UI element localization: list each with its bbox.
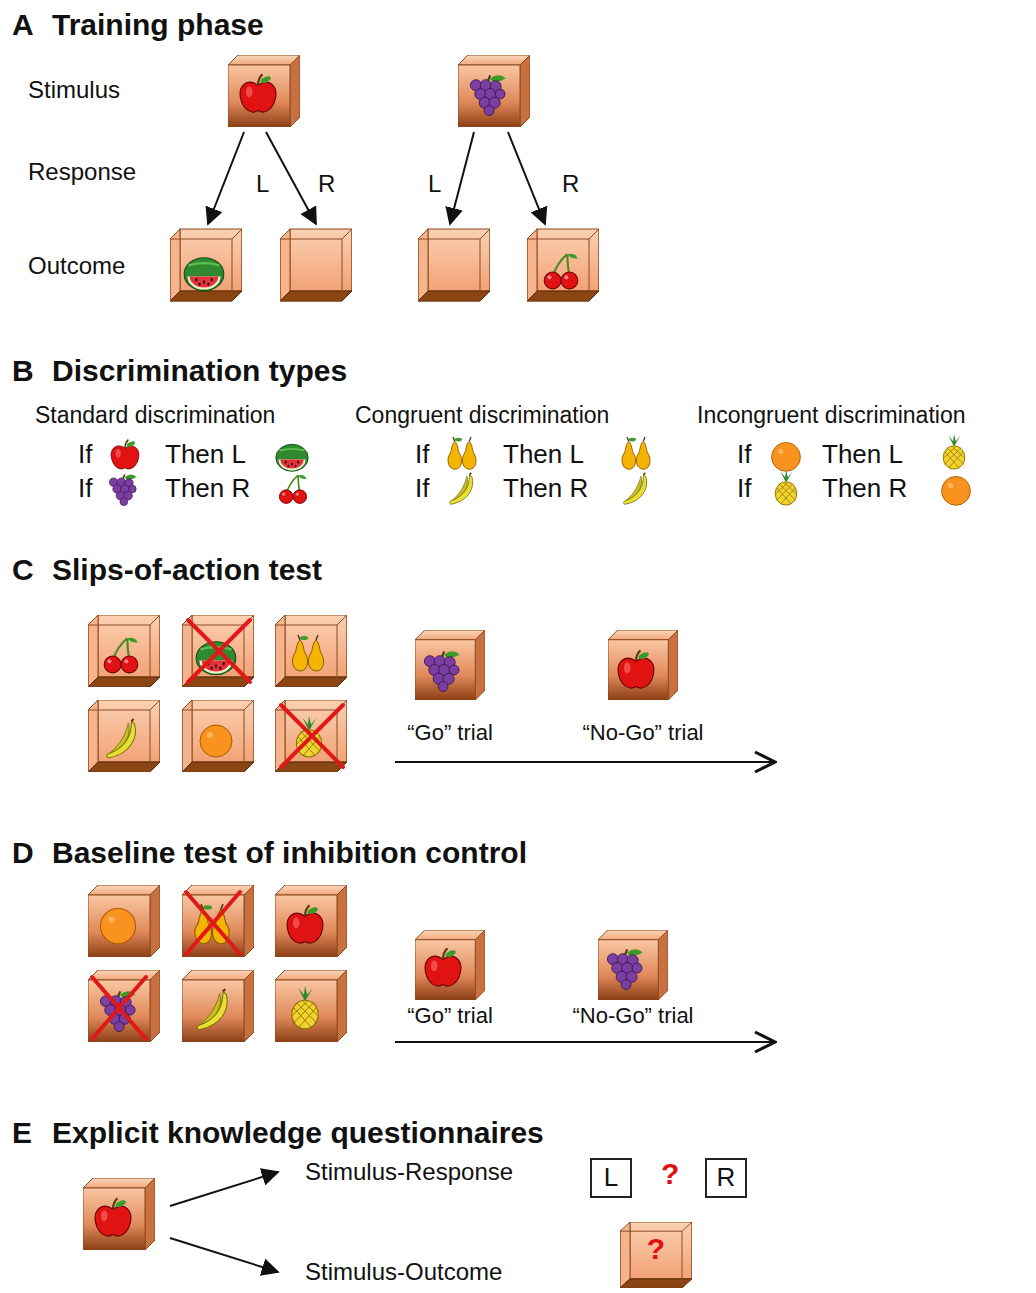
- rule-text: Then L: [503, 440, 584, 470]
- response-key: R: [717, 1162, 736, 1192]
- answer-box: R: [705, 1158, 747, 1198]
- rule-text: If: [415, 474, 429, 504]
- outcome-box: ?: [620, 1222, 692, 1288]
- rule-text: If: [78, 474, 92, 504]
- rule-text: Then R: [822, 474, 907, 504]
- section-heading: Training phase: [52, 8, 264, 43]
- question-mark: ?: [620, 1232, 692, 1266]
- rule-text: Then R: [503, 474, 588, 504]
- response-key: L: [604, 1162, 618, 1192]
- rule-text: Then L: [822, 440, 903, 470]
- rule-text: If: [78, 440, 92, 470]
- rule-text: If: [737, 440, 751, 470]
- question-label: Stimulus-Response: [305, 1158, 513, 1186]
- response-key: R: [318, 170, 335, 198]
- answer-box: L: [590, 1158, 632, 1198]
- question-mark: ?: [661, 1157, 679, 1192]
- trial-label: “Go” trial: [407, 1003, 493, 1028]
- response-key: L: [256, 170, 269, 198]
- section-heading: Explicit knowledge questionnaires: [52, 1116, 544, 1151]
- rule-text: Then L: [165, 440, 246, 470]
- section-letter: B: [12, 354, 34, 389]
- question-label: Stimulus-Outcome: [305, 1258, 502, 1286]
- rule-text: Then R: [165, 474, 250, 504]
- section-letter: A: [12, 8, 34, 43]
- section-heading: Slips-of-action test: [52, 553, 322, 588]
- trial-label: “No-Go” trial: [572, 1003, 693, 1028]
- section-letter: E: [12, 1116, 32, 1151]
- row-label: Outcome: [28, 252, 125, 280]
- section-letter: D: [12, 836, 34, 871]
- response-key: R: [562, 170, 579, 198]
- section-heading: Discrimination types: [52, 354, 347, 389]
- rule-text: If: [737, 474, 751, 504]
- section-heading: Baseline test of inhibition control: [52, 836, 527, 871]
- row-label: Stimulus: [28, 76, 120, 104]
- column-heading: Standard discrimination: [35, 402, 275, 428]
- rule-text: If: [415, 440, 429, 470]
- trial-label: “No-Go” trial: [582, 720, 703, 745]
- column-heading: Incongruent discrimination: [697, 402, 965, 428]
- response-key: L: [428, 170, 441, 198]
- column-heading: Congruent discrimination: [355, 402, 609, 428]
- section-letter: C: [12, 553, 34, 588]
- row-label: Response: [28, 158, 136, 186]
- trial-label: “Go” trial: [407, 720, 493, 745]
